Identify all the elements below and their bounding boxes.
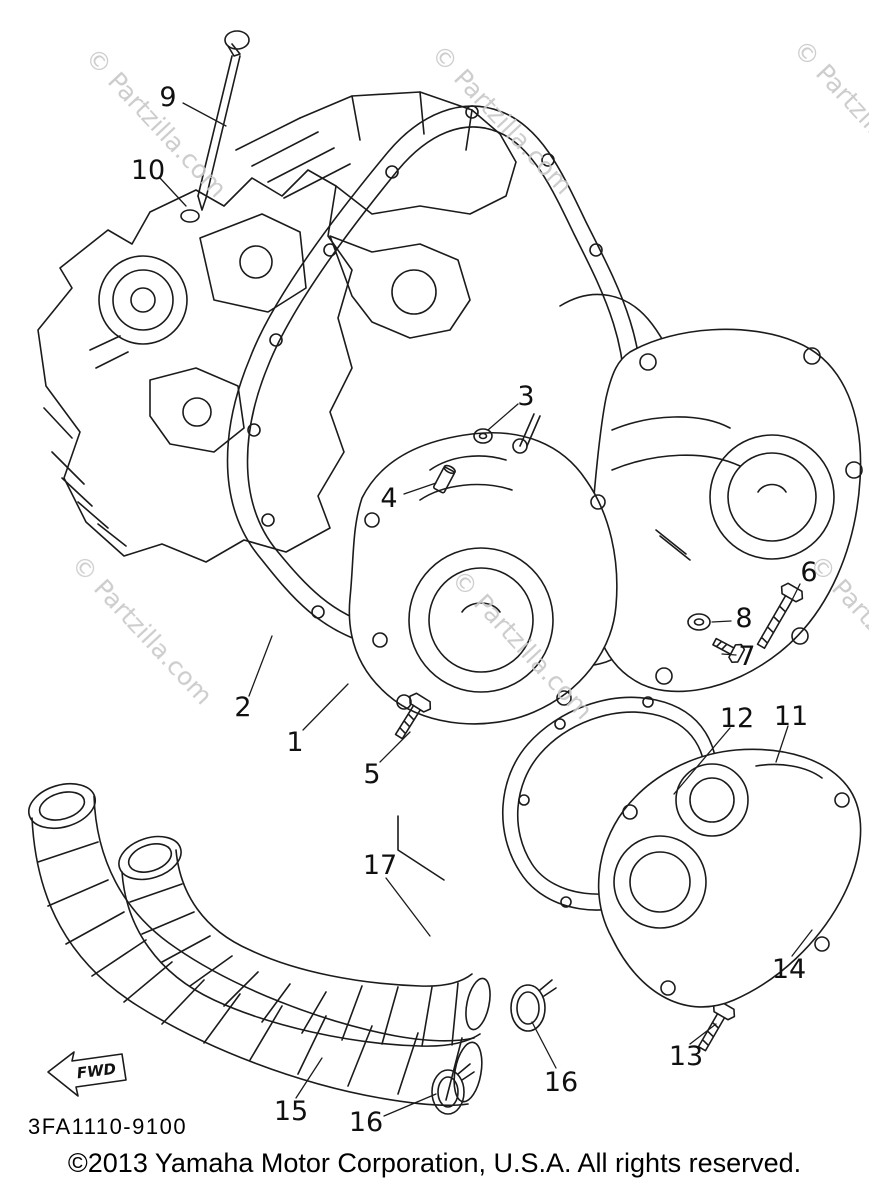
- callout-12: 12: [720, 703, 754, 734]
- callout-8: 8: [735, 603, 752, 634]
- watermark-text: © Partzilla.com: [66, 549, 219, 710]
- callout-17: 17: [363, 850, 397, 881]
- cover-11: [597, 748, 862, 1008]
- copyright-text: ©2013 Yamaha Motor Corporation, U.S.A. A…: [67, 1148, 802, 1178]
- fwd-label: FWD: [76, 1060, 117, 1083]
- inner-cover: [348, 413, 618, 725]
- callouts: 1 2 3 4 5 6 7 8 9 10 11 12 13 14 15 16 1…: [131, 82, 818, 1138]
- callout-13: 13: [669, 1041, 703, 1072]
- callout-16b: 16: [349, 1107, 383, 1138]
- dipstick: [197, 30, 250, 211]
- o-ring: [180, 209, 200, 223]
- washer-3: [473, 428, 493, 444]
- fwd-arrow-icon: [47, 1051, 127, 1097]
- callout-11: 11: [774, 701, 808, 732]
- callout-15: 15: [274, 1096, 308, 1127]
- dowel-pin: [432, 464, 456, 494]
- hose-rear-17: [118, 835, 491, 1047]
- engine-block: [37, 91, 517, 563]
- callout-16a: 16: [544, 1067, 578, 1098]
- diagram-code: 3FA1110-9100: [28, 1114, 188, 1139]
- bolt-6: [756, 582, 804, 650]
- callout-4: 4: [380, 483, 397, 514]
- callout-10: 10: [131, 155, 165, 186]
- bolt-5: [394, 692, 432, 740]
- callout-3: 3: [517, 381, 534, 412]
- leader-lines: [159, 102, 813, 1117]
- callout-14: 14: [772, 954, 806, 985]
- watermark-text: © Partzilla.com: [426, 39, 579, 200]
- callout-2: 2: [234, 692, 251, 723]
- callout-1: 1: [286, 727, 303, 758]
- bolt-7: [712, 637, 746, 664]
- callout-7: 7: [738, 641, 755, 672]
- clamp-16b: [431, 1063, 475, 1115]
- callout-6: 6: [800, 557, 817, 588]
- callout-9: 9: [159, 82, 176, 113]
- washer-8: [687, 613, 711, 631]
- hose-front-15: [28, 782, 483, 1107]
- callout-5: 5: [363, 759, 380, 790]
- clamp-16a: [510, 979, 557, 1032]
- watermark-text: © Partzilla.com: [788, 34, 869, 195]
- crankcase-cover-right: [588, 328, 863, 693]
